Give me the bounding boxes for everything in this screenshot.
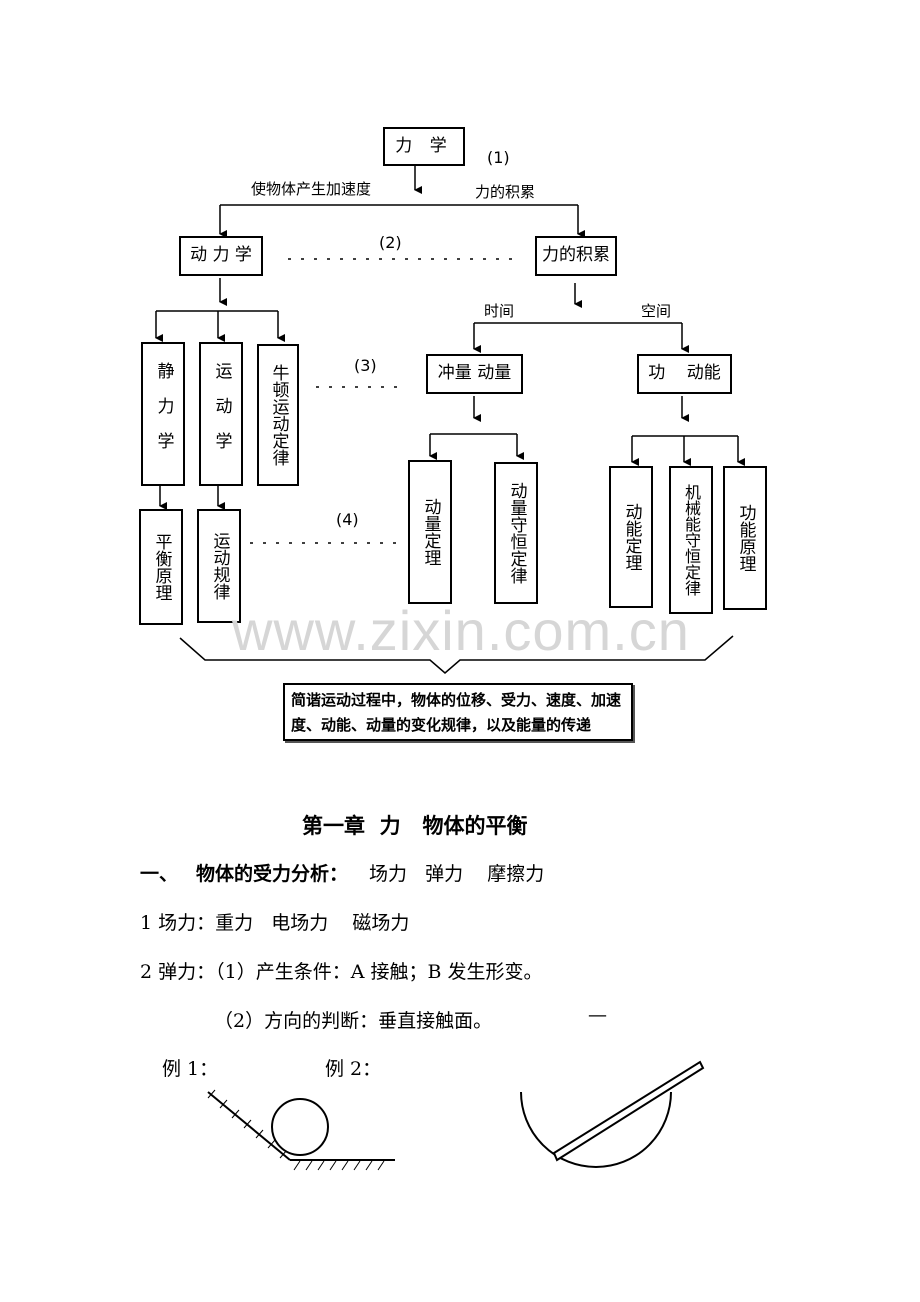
section1-items: 场力 弹力 摩擦力 [369, 863, 545, 885]
elastic-force-direction-line: （2）方向的判断：垂直接触面。 [214, 1010, 493, 1032]
box-summary: 简谐运动过程中，物体的位移、受力、速度、加速度、动能、动量的变化规律，以及能量的… [283, 683, 633, 741]
label-time: 时间 [484, 302, 515, 320]
label-4: (4) [336, 510, 359, 529]
box-mechanical-energy-conservation: 机械能守恒定律 [669, 466, 713, 614]
label-space: 空间 [641, 302, 672, 320]
dash-mark: — [588, 1004, 607, 1026]
label-3: (3) [354, 356, 377, 375]
example2-label: 例 2： [325, 1058, 382, 1080]
box-work-kinetic-energy: 功 动能 [637, 354, 732, 394]
box-kinetic-energy-theorem: 动能定理 [609, 466, 653, 608]
box-impulse-momentum: 冲量 动量 [426, 354, 523, 394]
label-force-accumulation: 力的积累 [475, 183, 536, 201]
label-1: (1) [487, 148, 510, 167]
box-motion-law: 运动规律 [197, 509, 241, 623]
box-work-energy-principle: 功能原理 [723, 466, 767, 610]
example1-label: 例 1： [162, 1058, 219, 1080]
box-momentum-theorem: 动量定理 [408, 460, 452, 604]
box-force-accumulation: 力的积累 [535, 236, 617, 276]
box-momentum-conservation: 动量守恒定律 [494, 462, 538, 604]
example2-figure [520, 1060, 705, 1168]
section1-heading: 物体的受力分析： [196, 863, 349, 885]
elastic-force-condition-line: 2 弹力：（1）产生条件：A 接触；B 发生形变。 [140, 961, 543, 983]
example1-figure [207, 1089, 395, 1171]
box-kinematics: 运动学 [199, 342, 243, 486]
section1-number: 一、 [140, 863, 179, 885]
chapter-title: 第一章 力 物体的平衡 [302, 813, 528, 838]
label-2: (2) [379, 233, 402, 252]
watermark: www.zixin.com.cn [232, 599, 690, 662]
label-produce-acceleration: 使物体产生加速度 [251, 180, 372, 198]
box-newton-laws: 牛顿运动定律 [257, 344, 299, 486]
box-equilibrium-principle: 平衡原理 [139, 509, 183, 625]
root-box-mechanics: 力 学 [383, 127, 465, 166]
box-dynamics: 动 力 学 [179, 236, 263, 276]
field-force-line: 1 场力：重力 电场力 磁场力 [140, 912, 410, 934]
box-statics: 静力学 [141, 342, 185, 486]
